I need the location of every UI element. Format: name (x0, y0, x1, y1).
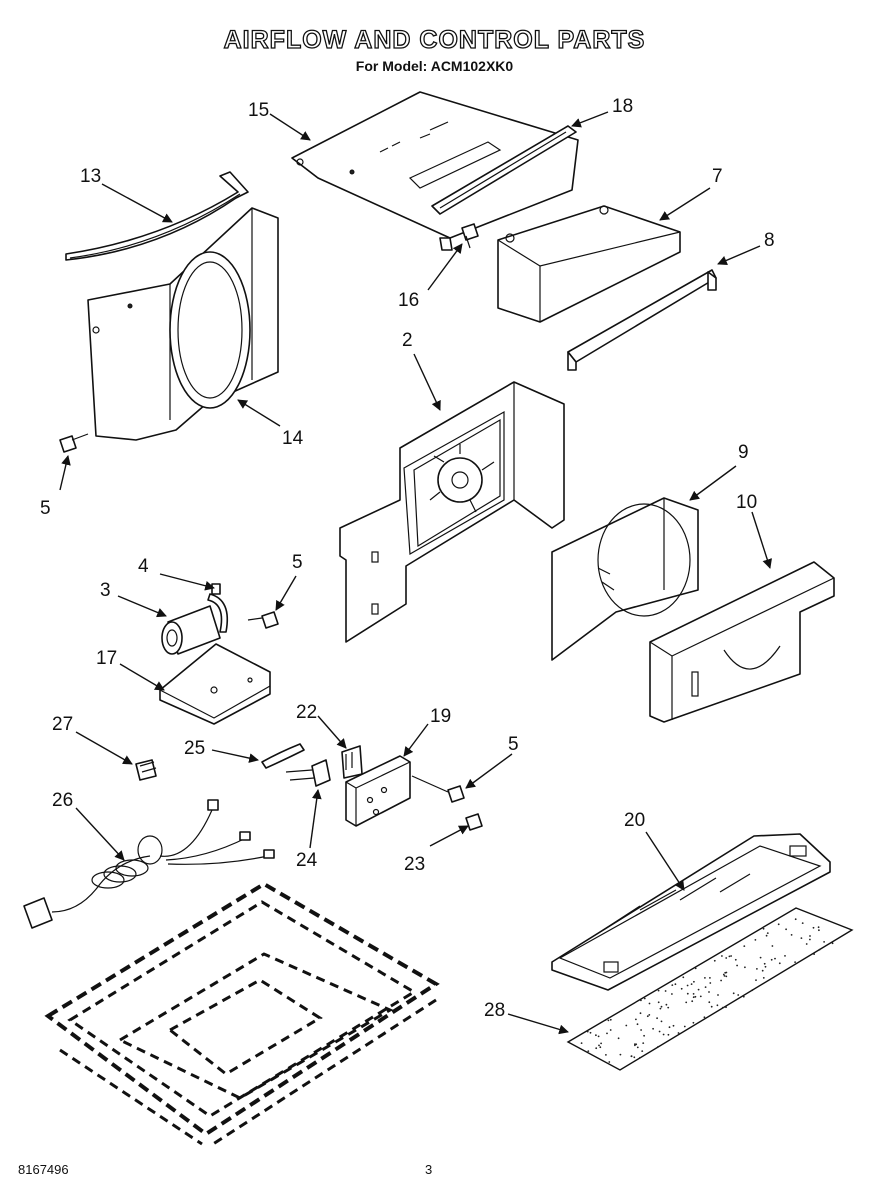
callout-4: 4 (138, 556, 149, 577)
callout-13: 13 (80, 166, 101, 187)
base-pan-dashed (44, 881, 440, 1148)
callout-5b: 5 (292, 552, 303, 573)
part-5-screw-b (247, 611, 279, 629)
callout-2: 2 (402, 330, 413, 351)
document-number: 8167496 (18, 1162, 69, 1177)
callout-23: 23 (404, 854, 425, 875)
part-28-filter (566, 907, 854, 1071)
callout-14: 14 (282, 428, 304, 449)
part-3-capacitor (161, 605, 221, 655)
callout-17: 17 (96, 648, 117, 669)
callout-18: 18 (612, 96, 633, 117)
part-15-top-cover (291, 91, 579, 251)
part-5-screw-c (411, 775, 465, 803)
part-10-panel (649, 561, 835, 723)
leader-lines (59, 111, 772, 1035)
callout-9: 9 (738, 442, 749, 463)
part-26-power-cord (23, 799, 275, 929)
callout-26: 26 (52, 790, 73, 811)
callout-24: 24 (296, 850, 318, 871)
part-18-strip (431, 125, 577, 215)
callout-7: 7 (712, 166, 723, 187)
page-number: 3 (425, 1162, 433, 1177)
callout-16: 16 (398, 290, 419, 311)
callout-10: 10 (736, 492, 757, 513)
part-2-bulkhead (339, 381, 565, 643)
callout-22: 22 (296, 702, 317, 723)
part-24-thermostat (285, 759, 331, 787)
part-27-bushing (135, 759, 157, 781)
page-title: AIRFLOW AND CONTROL PARTS (223, 25, 646, 54)
part-7-control-cover (497, 205, 681, 323)
part-4-strap (207, 583, 229, 633)
callout-labels: 15 18 7 8 16 13 14 5 2 9 10 3 4 5 17 22 … (40, 96, 775, 1021)
part-20-drain-pan (551, 833, 831, 991)
model-subtitle: For Model: ACM102XK0 (355, 58, 514, 74)
callout-28: 28 (484, 1000, 505, 1021)
callout-27: 27 (52, 714, 73, 735)
part-17-bracket (159, 643, 271, 725)
part-22-switch (341, 745, 363, 779)
part-16-screw (461, 223, 479, 249)
callout-8: 8 (764, 230, 775, 251)
part-5-screw-a (59, 433, 89, 453)
part-9-orifice (551, 497, 699, 661)
part-13-gasket (65, 171, 249, 261)
callout-25: 25 (184, 738, 205, 759)
part-19-control-bracket (345, 755, 411, 827)
callout-5a: 5 (40, 498, 51, 519)
part-23-screw (465, 813, 483, 831)
callout-20: 20 (624, 810, 645, 831)
part-25-tube (261, 743, 305, 769)
part-8-bracket (567, 269, 717, 371)
part-14-shroud (87, 207, 279, 441)
callout-5c: 5 (508, 734, 519, 755)
callout-15: 15 (248, 100, 269, 121)
callout-19: 19 (430, 706, 451, 727)
callout-3: 3 (100, 580, 111, 601)
